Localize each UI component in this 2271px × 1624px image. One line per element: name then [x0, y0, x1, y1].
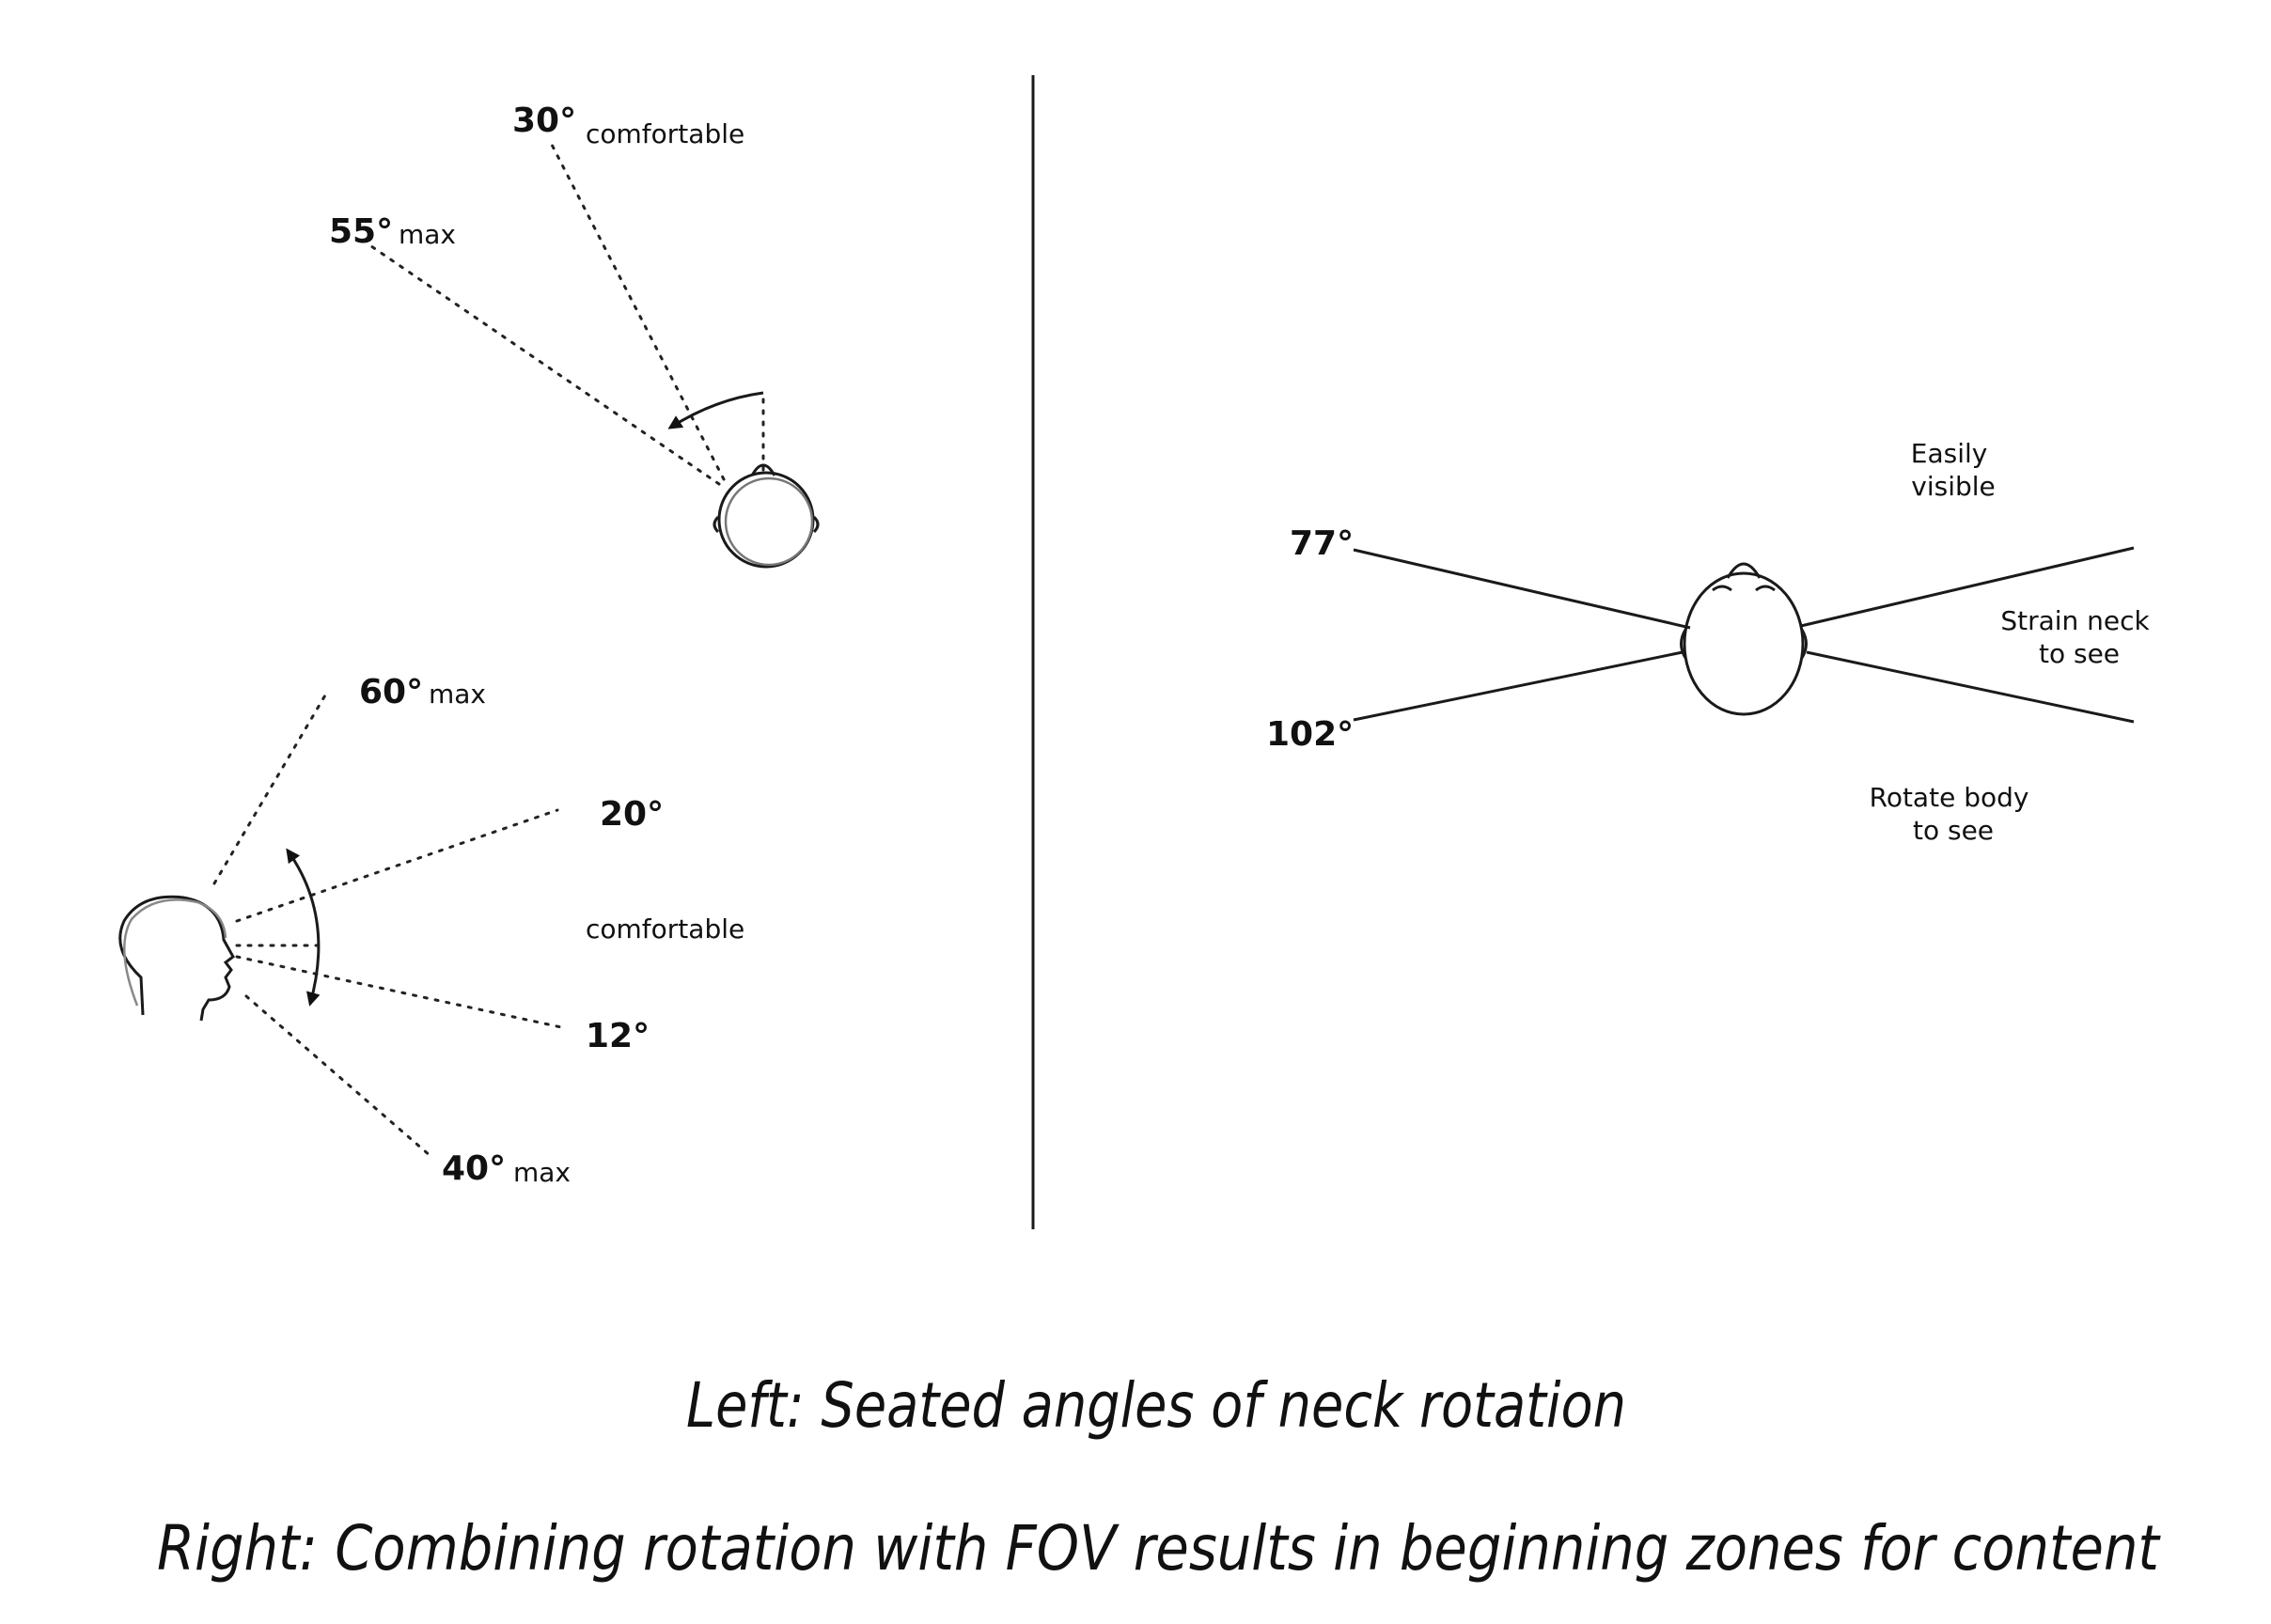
zone-rotate-body-line1: Rotate body	[1870, 782, 2029, 813]
label-77-degrees: 77°	[1290, 524, 1354, 563]
label-55-degrees: 55°	[329, 212, 393, 251]
zone-strain-neck-line2: to see	[2039, 638, 2120, 669]
upper-right-boundary	[1800, 546, 2135, 628]
fov-zones-diagram: 77° 102° Easily visible Strain neck to s…	[1266, 438, 2157, 846]
head-top-view-icon-right	[1680, 562, 1808, 716]
top-view-rotation-diagram: 30° comfortable 55° max	[329, 102, 820, 569]
label-30-degrees: 30°	[512, 102, 576, 140]
caption-right: Right: Combining rotation with FOV resul…	[157, 1512, 2161, 1585]
ray-55-max	[369, 244, 721, 486]
caption-left: Left: Seated angles of neck rotation	[686, 1369, 1626, 1442]
zone-strain-neck: Strain neck to see	[2000, 605, 2157, 669]
zone-easily-visible-line2: visible	[1911, 471, 1996, 502]
side-view-rotation-diagram: 60° max 20° comfortable 12° 40° max	[118, 673, 744, 1188]
label-20-degrees: 20°	[600, 795, 664, 834]
label-60-degrees: 60°	[359, 673, 423, 711]
label-max-top: max	[399, 219, 456, 250]
label-12-degrees: 12°	[586, 1017, 650, 1055]
zone-easily-visible-line1: Easily	[1911, 438, 1988, 469]
label-102-degrees: 102°	[1266, 715, 1354, 754]
label-comfortable-top: comfortable	[586, 118, 744, 149]
ray-40-max	[244, 994, 432, 1158]
label-max-upper: max	[429, 679, 486, 710]
rotation-arrow	[667, 391, 764, 429]
ray-30-comfortable	[548, 139, 726, 481]
head-side-view-icon	[118, 895, 235, 1022]
ray-20-comfortable	[235, 808, 559, 923]
zone-easily-visible: Easily visible	[1911, 438, 1996, 502]
zone-rotate-body-line2: to see	[1913, 815, 1994, 846]
upper-left-boundary	[1353, 548, 1691, 630]
label-40-degrees: 40°	[442, 1149, 506, 1188]
ray-12-comfortable	[235, 955, 563, 1029]
zone-strain-neck-line1: Strain neck	[2000, 605, 2150, 636]
lower-left-boundary	[1353, 650, 1684, 722]
head-top-view-icon	[713, 463, 820, 569]
zone-rotate-body: Rotate body to see	[1870, 782, 2038, 846]
lower-right-boundary	[1806, 650, 2135, 724]
label-max-lower: max	[513, 1157, 571, 1188]
vertical-rotation-arrow	[286, 848, 321, 1007]
label-comfortable-side: comfortable	[586, 914, 744, 945]
ray-60-max	[212, 692, 328, 885]
